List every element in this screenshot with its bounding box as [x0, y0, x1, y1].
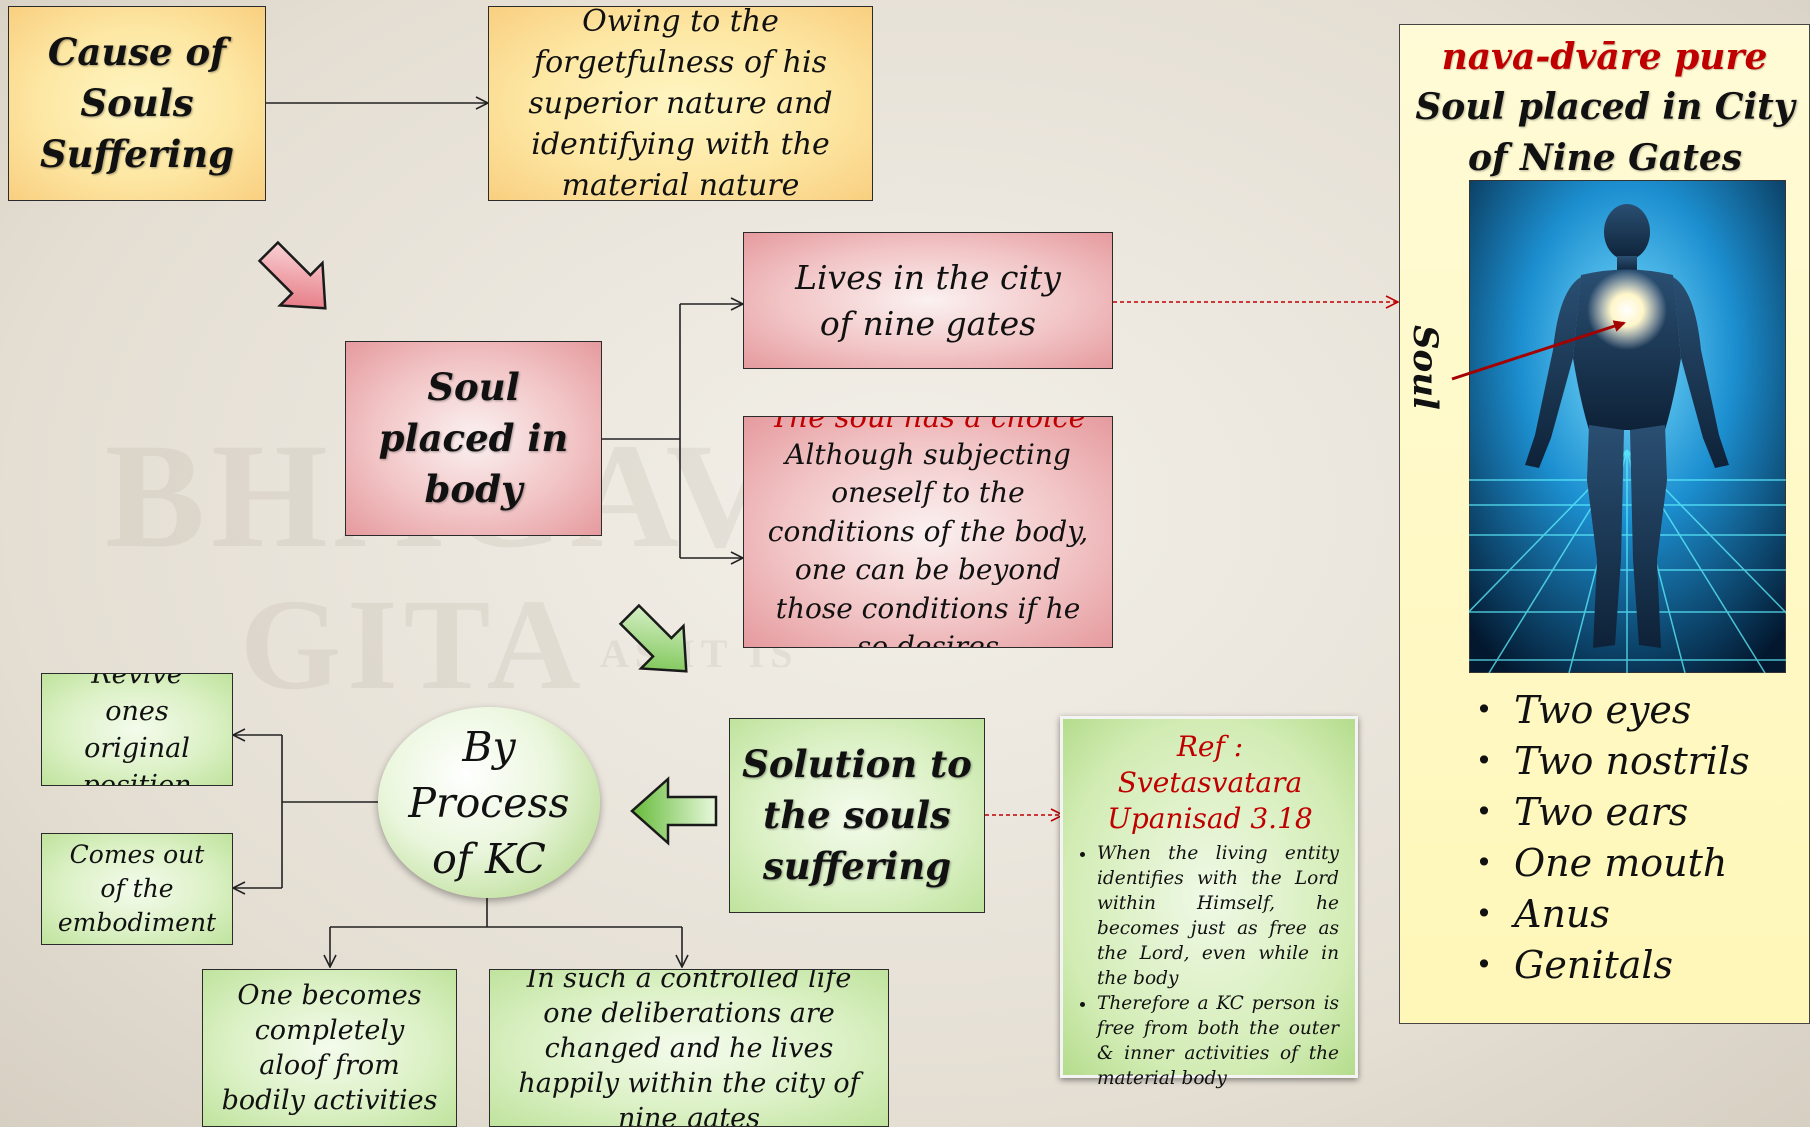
gate-item: • Two ears	[1454, 786, 1750, 837]
solution-text: Solution to the souls suffering	[742, 742, 972, 888]
soul-body-box: Soul placed in body	[345, 341, 602, 536]
aloof-box: One becomes completely aloof from bodily…	[202, 969, 457, 1127]
glowing-body-illustration	[1469, 180, 1786, 673]
gate-item: • Two nostrils	[1454, 735, 1750, 786]
diagonal-arrow-pink-icon	[257, 240, 327, 310]
bullet-icon: •	[1475, 846, 1493, 879]
gate-label: Two nostrils	[1514, 738, 1750, 783]
kc-oval: By Process of KC	[378, 707, 600, 898]
forget-text: Owing to the forgetfulness of his superi…	[528, 6, 833, 201]
left-arrow-green-icon	[630, 776, 718, 846]
gate-label: One mouth	[1514, 840, 1728, 885]
gates-list: • Two eyes • Two nostrils • Two ears • One m…	[1454, 684, 1750, 990]
bullet-icon: •	[1475, 693, 1493, 726]
forget-box: Owing to the forgetfulness of his superi…	[488, 6, 873, 201]
revive-text: Revive ones original position	[82, 673, 192, 786]
revive-box: Revive ones original position	[41, 673, 233, 786]
reference-list: When the living entity identifies with t…	[1081, 841, 1339, 1091]
solution-box: Solution to the souls suffering	[729, 718, 985, 913]
gate-item: • Genitals	[1454, 939, 1750, 990]
kc-text: By Process of KC	[408, 722, 570, 883]
reference-title: Ref : Svetasvatara Upanisad 3.18	[1107, 730, 1313, 835]
soul-pointer-arrow	[1451, 320, 1626, 381]
soul-body-text: Soul placed in body	[378, 365, 569, 511]
aloof-text: One becomes completely aloof from bodily…	[221, 980, 438, 1116]
choice-text: Although subjecting oneself to the condi…	[767, 437, 1089, 648]
cause-text: Cause of Souls Suffering	[39, 30, 235, 176]
comes-out-box: Comes out of the embodiment	[41, 833, 233, 945]
gate-label: Two ears	[1514, 789, 1689, 834]
gate-item: • Two eyes	[1454, 684, 1750, 735]
soul-label: Soul	[1405, 325, 1445, 410]
bullet-icon: •	[1475, 897, 1493, 930]
bullet-icon: •	[1475, 744, 1493, 777]
reference-bullet: When the living entity identifies with t…	[1097, 841, 1339, 991]
bullet-icon: •	[1475, 948, 1493, 981]
lives-box: Lives in the city of nine gates	[743, 232, 1113, 369]
reference-bullet: Therefore a KC person is free from both …	[1097, 991, 1339, 1091]
lives-text: Lives in the city of nine gates	[795, 257, 1061, 343]
gate-label: Anus	[1514, 891, 1610, 936]
gate-item: • One mouth	[1454, 837, 1750, 888]
bullet-icon: •	[1475, 795, 1493, 828]
controlled-box: In such a controlled life one deliberati…	[489, 969, 889, 1127]
panel-title-sanskrit: nava-dvāre pure	[1441, 36, 1768, 78]
controlled-text: In such a controlled life one deliberati…	[518, 969, 860, 1127]
gate-item: • Anus	[1454, 888, 1750, 939]
reference-box: Ref : Svetasvatara Upanisad 3.18 When th…	[1060, 716, 1358, 1089]
comes-out-text: Comes out of the embodiment	[57, 840, 217, 937]
watermark-subtitle: GITA	[240, 573, 587, 717]
diagonal-arrow-green-icon	[618, 603, 688, 673]
gate-label: Two eyes	[1514, 687, 1692, 732]
nine-gates-panel: nava-dvāre pure Soul placed in City of N…	[1399, 24, 1810, 1024]
choice-box: The soul has a choice Although subjectin…	[743, 416, 1113, 648]
cause-box: Cause of Souls Suffering	[8, 6, 266, 201]
choice-title: The soul has a choice	[770, 416, 1086, 434]
gate-label: Genitals	[1514, 942, 1674, 987]
panel-title: Soul placed in City of Nine Gates	[1415, 86, 1795, 179]
